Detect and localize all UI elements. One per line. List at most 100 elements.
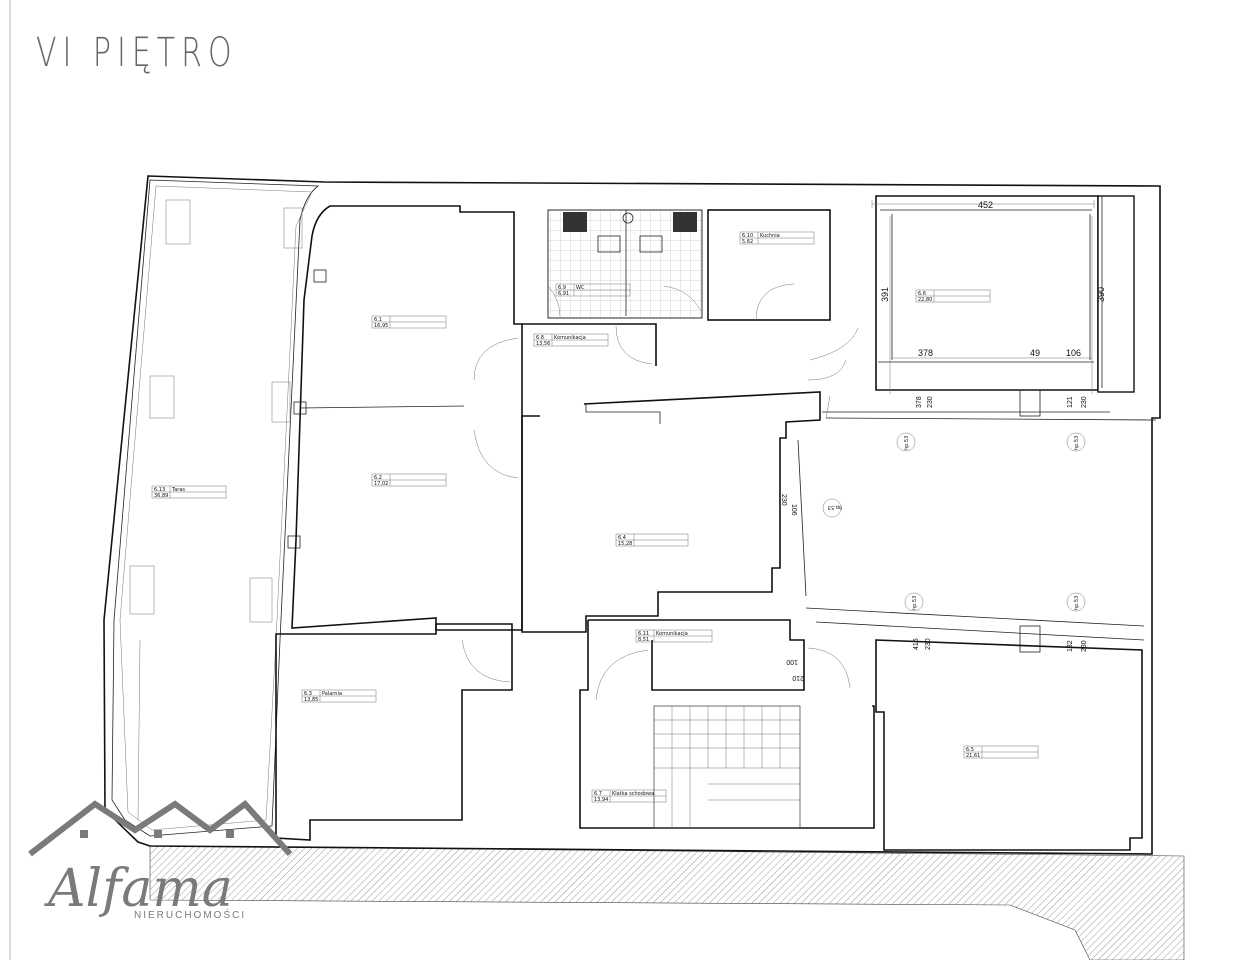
room-area: 15,28 [618, 541, 632, 547]
dim-window-416: 416 [913, 638, 920, 650]
plan-title: VI PIĘTRO [36, 30, 238, 76]
room-area: 13,94 [594, 797, 608, 803]
dim-window-230: 230 [1081, 396, 1088, 408]
room-label-613: 6.13 36,89 Taras [151, 485, 227, 499]
alfama-logo: Alfama NIERUCHOMOŚCI [28, 799, 293, 921]
column [293, 401, 307, 415]
room-area: 8,51 [638, 637, 649, 643]
room-label-61: 6.1 16,95 [371, 315, 447, 329]
window-height-marker: hp.53 [1066, 432, 1086, 452]
window-height-marker: hp.53 [822, 498, 842, 518]
room-number: 6.10 [742, 233, 753, 239]
dim-106: 106 [1066, 348, 1081, 358]
room-label-69: 6.9 6,91 WC [555, 283, 631, 297]
dim-door-106: 106 [790, 504, 797, 516]
kitchen-walls [707, 209, 831, 321]
door-swing [755, 283, 795, 321]
room-area: 21,61 [966, 753, 980, 759]
room-label-67: 6.7 13,94 Klatka schodowa [591, 789, 667, 803]
column [313, 269, 327, 283]
staircase-block [579, 619, 875, 829]
room-label-68: 6.8 13,56 Komunikacja [533, 333, 609, 347]
dimension-lines [871, 200, 1095, 394]
room-number: 6.3 [304, 691, 312, 697]
room-area: 22,80 [918, 297, 932, 303]
dim-390: 390 [1096, 287, 1106, 302]
dim-door-230: 230 [780, 494, 787, 506]
room-area: 5,62 [742, 239, 753, 245]
building-outline [103, 175, 1161, 855]
dim-window-121: 121 [1067, 396, 1074, 408]
room-label-611: 6.11 8,51 Komunikacja [635, 629, 713, 643]
dim-window-378: 378 [916, 396, 923, 408]
room-label-62: 6.2 17,02 [371, 473, 447, 487]
door-swing [473, 337, 519, 381]
terrace [111, 179, 320, 837]
dim-door-100: 100 [786, 658, 798, 665]
room-label-66: 6.6 22,80 [915, 289, 991, 303]
room-66 [807, 195, 1135, 393]
dim-door-210: 210 [792, 674, 804, 681]
room-number: 6.6 [918, 291, 926, 297]
svg-text:hp.53: hp.53 [904, 436, 910, 450]
dim-window-230: 230 [925, 638, 932, 650]
room-64-walls [521, 391, 821, 633]
window-height-marker: hp.53 [1066, 592, 1086, 612]
room-number: 6.9 [558, 285, 566, 291]
column [287, 535, 301, 549]
dim-49: 49 [1030, 348, 1040, 358]
room-number: 6.2 [374, 475, 382, 481]
room-number: 6.11 [638, 631, 649, 637]
wc-block [547, 209, 703, 319]
room-name: Komunikacja [554, 335, 586, 341]
room-area: 13,85 [304, 697, 318, 703]
street-hatch [149, 845, 1185, 960]
svg-text:hp.53: hp.53 [828, 504, 842, 510]
dim-452: 452 [978, 200, 993, 210]
room-number: 6.13 [154, 487, 165, 493]
dim-window-230: 230 [1081, 640, 1088, 652]
room-number: 6.5 [966, 747, 974, 753]
room-63-walls [275, 623, 513, 841]
room-area: 13,56 [536, 341, 550, 347]
room-64-wall [585, 404, 661, 424]
svg-text:hp.53: hp.53 [1074, 596, 1080, 610]
logo-name: Alfama [44, 859, 233, 919]
room-name: Taras [171, 487, 185, 493]
svg-text:hp.53: hp.53 [1074, 436, 1080, 450]
room-name: Klatka schodowa [612, 791, 654, 797]
door-swing [615, 325, 653, 365]
room-label-610: 6.10 5,62 Kuchnia [739, 231, 815, 245]
window-height-marker: hp.53 [904, 592, 924, 612]
house-roofs-icon [28, 799, 293, 857]
room-label-65: 6.5 21,61 [963, 745, 1039, 759]
room-area: 36,89 [154, 493, 168, 499]
room-number: 6.1 [374, 317, 382, 323]
partition-61-62 [299, 405, 465, 409]
room-65-walls [875, 639, 1143, 851]
door-swing [461, 639, 511, 683]
window-height-marker: hp.53 [896, 432, 916, 452]
room-label-63: 6.3 13,85 Palarnia [301, 689, 377, 703]
room-area: 6,91 [558, 291, 569, 297]
dim-window-230: 230 [927, 396, 934, 408]
door-swing [473, 429, 519, 479]
room-number: 6.7 [594, 791, 602, 797]
corridor-68-wall [522, 323, 657, 366]
room-area: 17,02 [374, 481, 388, 487]
svg-text:hp.53: hp.53 [912, 596, 918, 610]
right-open-area [797, 389, 1157, 689]
room-label-64: 6.4 15,28 [615, 533, 689, 547]
room-number: 6.4 [618, 535, 626, 541]
room-name: Komunikacja [656, 631, 688, 637]
dim-391: 391 [880, 287, 890, 302]
room-name: Kuchnia [760, 233, 780, 239]
room-number: 6.8 [536, 335, 544, 341]
room-name: Palarnia [322, 691, 342, 697]
rooms-61-62 [291, 205, 523, 631]
logo-subtitle: NIERUCHOMOŚCI [134, 908, 246, 921]
room-area: 16,95 [374, 323, 388, 329]
room-name: WC [576, 285, 585, 291]
dim-window-132: 132 [1067, 640, 1074, 652]
